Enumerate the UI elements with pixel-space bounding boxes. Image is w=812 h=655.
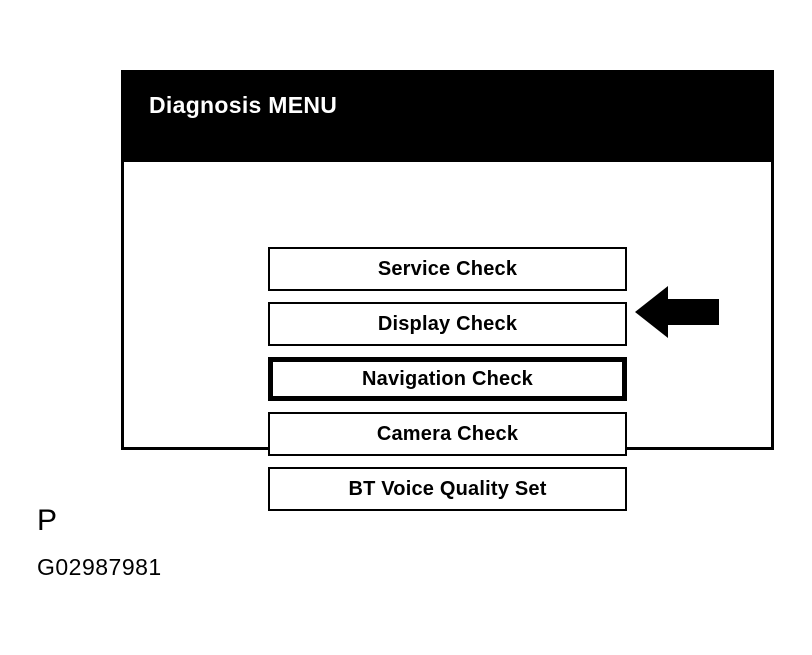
arrow-left-icon	[635, 286, 719, 338]
figure-caption: P G02987981	[37, 504, 162, 580]
menu-item-service-check[interactable]: Service Check	[268, 247, 627, 291]
menu-item-label: Display Check	[377, 312, 518, 335]
diagnosis-menu-header: Diagnosis MENU	[124, 73, 771, 162]
menu-item-bt-voice-quality-set[interactable]: BT Voice Quality Set	[268, 467, 627, 511]
menu-item-display-check[interactable]: Display Check	[268, 302, 627, 346]
menu-item-label: Camera Check	[376, 422, 519, 445]
diagnosis-menu-panel: Diagnosis MENU Service Check Display Che…	[121, 70, 774, 511]
diagnosis-menu-list: Service Check Display Check Navigation C…	[124, 162, 771, 511]
menu-item-label: BT Voice Quality Set	[348, 477, 547, 500]
menu-item-navigation-check[interactable]: Navigation Check	[268, 357, 627, 401]
caption-code: G02987981	[37, 554, 162, 580]
menu-item-label: Service Check	[377, 257, 518, 280]
caption-letter: P	[37, 504, 58, 537]
menu-item-label: Navigation Check	[361, 367, 534, 390]
menu-item-camera-check[interactable]: Camera Check	[268, 412, 627, 456]
page-title: Diagnosis MENU	[149, 92, 338, 118]
